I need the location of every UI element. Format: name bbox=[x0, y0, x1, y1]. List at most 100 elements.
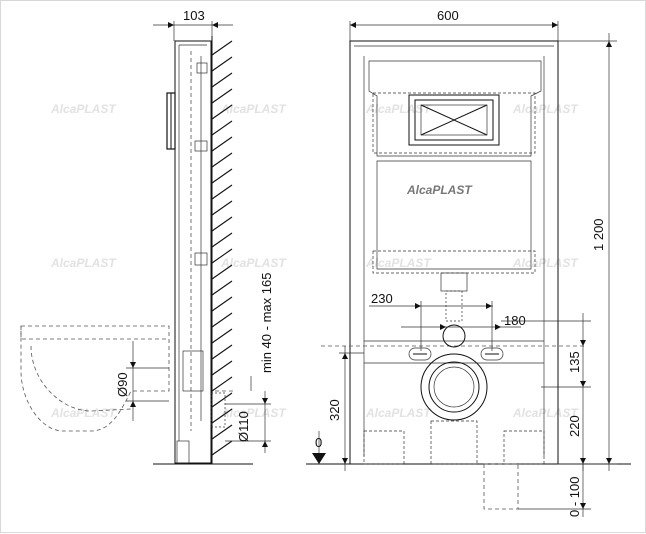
wall-hatch-line bbox=[211, 312, 233, 328]
upper-height-label: 135 bbox=[567, 351, 582, 373]
frame-bracket-mid bbox=[194, 140, 208, 152]
width-arrow-left bbox=[350, 22, 356, 28]
pipe-spacing-arrow-left bbox=[440, 324, 446, 330]
wall-hatch-line bbox=[211, 328, 233, 344]
wall-hatch-line bbox=[211, 216, 233, 232]
right-foot bbox=[503, 430, 545, 465]
watermark-12: AlcaPLAST bbox=[512, 406, 579, 420]
watermark-6: AlcaPLAST bbox=[220, 256, 287, 270]
cistern-outlet-neck bbox=[440, 272, 468, 292]
upper-arrow-top bbox=[580, 340, 586, 346]
cistern-upper-box bbox=[372, 92, 536, 154]
side-view: 103 Ø90 Ø110 bbox=[20, 8, 274, 465]
brand-logo: AlcaPLAST bbox=[406, 183, 473, 197]
wall-hatch-line bbox=[211, 360, 233, 376]
wall-hatch-line bbox=[211, 392, 233, 408]
wall-hatch-line bbox=[211, 88, 233, 104]
cistern-top-outline bbox=[368, 60, 542, 157]
floor-label: 0 bbox=[315, 435, 322, 450]
wall-offset-label: min 40 - max 165 bbox=[259, 273, 274, 373]
watermarks: AlcaPLAST AlcaPLAST AlcaPLAST AlcaPLAST … bbox=[50, 102, 579, 420]
outlet-pipe-inner bbox=[428, 361, 480, 413]
outlet-pipe-core bbox=[433, 366, 475, 408]
bolt-spacing-label: 230 bbox=[371, 291, 393, 306]
outlet-height-label: 320 bbox=[327, 399, 342, 421]
wall-hatch-line bbox=[211, 232, 233, 248]
toilet-bowl-outline bbox=[20, 325, 170, 432]
height-arrow-bottom bbox=[606, 458, 612, 464]
wall-hatch-line bbox=[211, 72, 233, 88]
depth-arrow-left bbox=[168, 22, 174, 28]
outlet-height-arrow-bottom bbox=[342, 458, 348, 464]
adjustable-foot bbox=[483, 463, 519, 510]
bolt-spacing-arrow-left bbox=[415, 303, 421, 309]
frame-foot bbox=[176, 440, 190, 464]
left-foot bbox=[363, 430, 405, 465]
wall-hatching bbox=[211, 40, 233, 456]
frame-pipe-box bbox=[182, 350, 204, 392]
upper-arrow-bottom bbox=[580, 381, 586, 387]
wall-hatch-line bbox=[211, 376, 233, 392]
outlet-arrow-bottom bbox=[262, 441, 268, 447]
outlet-pipe-outer bbox=[420, 353, 488, 421]
width-arrow-right bbox=[552, 22, 558, 28]
wall-hatch-line bbox=[211, 264, 233, 280]
wall-hatch-line bbox=[211, 408, 233, 424]
watermark-5: AlcaPLAST bbox=[50, 256, 117, 270]
wall-hatch-line bbox=[211, 344, 233, 360]
inlet-arrow-top bbox=[130, 362, 136, 368]
adjust-arrow-bottom bbox=[580, 503, 586, 509]
wall-hatch-line bbox=[211, 104, 233, 120]
watermark-8: AlcaPLAST bbox=[512, 256, 579, 270]
frame-bracket-low bbox=[194, 252, 208, 266]
frame-profile bbox=[174, 40, 212, 464]
flush-plate-cross bbox=[420, 104, 488, 136]
watermark-3: AlcaPLAST bbox=[365, 102, 432, 116]
height-label: 1 200 bbox=[591, 218, 606, 251]
watermark-7: AlcaPLAST bbox=[365, 256, 432, 270]
wall-hatch-line bbox=[211, 168, 233, 184]
depth-label: 103 bbox=[183, 8, 205, 23]
toilet-inner-outline bbox=[30, 345, 132, 412]
flush-plate-inner bbox=[414, 99, 494, 141]
wall-hatch-line bbox=[211, 56, 233, 72]
watermark-9: AlcaPLAST bbox=[50, 406, 117, 420]
inlet-pipe-circle bbox=[442, 324, 466, 348]
wall-hatch-line bbox=[211, 40, 233, 56]
wall-hatch-line bbox=[211, 152, 233, 168]
wall-hatch-line bbox=[211, 296, 233, 312]
wall-hatch-line bbox=[211, 200, 233, 216]
outlet-height-arrow-top bbox=[342, 353, 348, 359]
watermark-2: AlcaPLAST bbox=[220, 102, 287, 116]
front-view: 600 AlcaPLAST 1 200 bbox=[306, 8, 631, 517]
wall-hatch-line bbox=[211, 120, 233, 136]
outlet-pipe-label: Ø110 bbox=[236, 411, 251, 442]
pipe-spacing-arrow-right bbox=[495, 324, 501, 330]
floor-marker-arrow bbox=[312, 453, 326, 464]
wall-hatch-line bbox=[211, 280, 233, 296]
watermark-4: AlcaPLAST bbox=[512, 102, 579, 116]
outlet-arrow-top bbox=[262, 398, 268, 404]
lower-arrow-bottom bbox=[580, 458, 586, 464]
width-label: 600 bbox=[437, 8, 459, 23]
flush-plate-panel bbox=[420, 104, 488, 136]
depth-arrow-right bbox=[212, 22, 218, 28]
inlet-arrow-bottom bbox=[130, 401, 136, 407]
mount-bolt-left bbox=[408, 347, 432, 361]
watermark-11: AlcaPLAST bbox=[365, 406, 432, 420]
watermark-1: AlcaPLAST bbox=[50, 102, 117, 116]
pipe-spacing-label: 180 bbox=[504, 313, 526, 328]
adjust-label: 0 - 100 bbox=[567, 477, 582, 517]
toilet-seat-outline bbox=[20, 326, 169, 340]
height-arrow-top bbox=[606, 41, 612, 47]
lower-height-label: 220 bbox=[567, 415, 582, 437]
outlet-bend bbox=[430, 420, 478, 465]
wall-hatch-line bbox=[211, 424, 233, 440]
wall-hatch-line bbox=[211, 440, 233, 456]
wall-hatch-line bbox=[211, 184, 233, 200]
watermark-10: AlcaPLAST bbox=[220, 406, 287, 420]
inlet-pipe-label: Ø90 bbox=[115, 372, 130, 397]
frame-bracket-top bbox=[196, 62, 208, 74]
